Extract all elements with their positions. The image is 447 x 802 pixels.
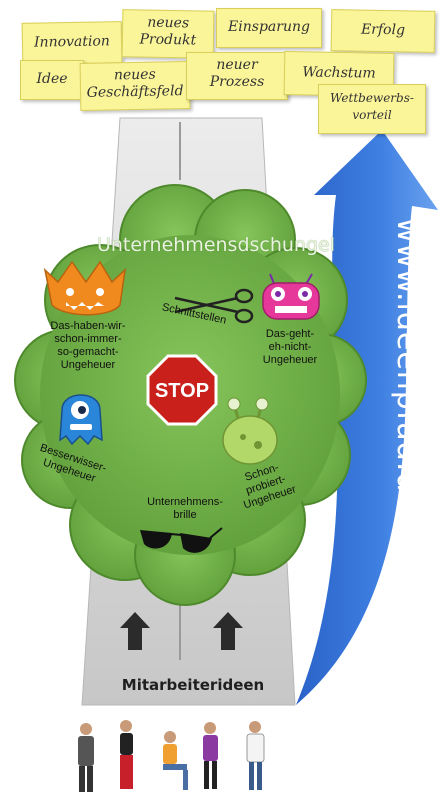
note-wettbewerbsvorteil: Wettbewerbs- vorteil <box>318 84 426 134</box>
note-text-line2: Produkt <box>139 31 197 49</box>
note-text-line1: neues <box>147 14 190 32</box>
note-text: Einsparung <box>228 19 310 35</box>
road-arrow-right <box>213 612 243 650</box>
label-line: Unternehmens- <box>147 496 223 508</box>
person-sitting <box>163 731 188 790</box>
monster-pink-label: Das-geht- eh-nicht- Ungeheuer <box>255 328 325 367</box>
scissors-icon <box>174 288 254 324</box>
note-text-line2: Geschäftsfeld <box>86 83 184 101</box>
note-text: Erfolg <box>360 21 406 39</box>
note-erfolg: Erfolg <box>330 9 436 53</box>
blue-monster-icon <box>59 394 103 446</box>
note-text: Innovation <box>33 33 111 51</box>
note-text-line1: neues <box>113 66 156 84</box>
road-arrow-left <box>120 612 150 650</box>
monster-orange-label: Das-haben-wir- schon-immer- so-gemacht- … <box>38 320 138 372</box>
glasses-label: Unternehmens- brille <box>140 496 230 522</box>
label-line: brille <box>173 509 197 521</box>
person-woman-purple <box>203 722 218 789</box>
note-text-line1: Wettbewerbs- <box>330 91 414 105</box>
note-einsparung: Einsparung <box>216 8 322 48</box>
stop-sign-text: STOP <box>154 380 210 402</box>
note-innovation: Innovation <box>21 21 123 65</box>
green-monster-icon <box>222 397 278 465</box>
sunglasses-icon <box>140 527 223 553</box>
label-line: Das-geht- <box>265 328 315 340</box>
person-man-bag <box>78 723 94 792</box>
note-text-line2: vorteil <box>352 108 392 122</box>
note-text-line2: Prozess <box>209 74 265 90</box>
label-line: Das-haben-wir- <box>50 320 126 332</box>
note-text-line1: neuer <box>216 57 258 73</box>
label-line: schon-immer- <box>54 333 122 345</box>
people-group <box>78 720 265 792</box>
pink-monster-icon <box>262 273 320 320</box>
stop-sign <box>146 354 218 426</box>
note-neues-geschaeftsfeld: neues Geschäftsfeld <box>79 61 191 111</box>
label-line: Ungeheuer <box>262 354 318 366</box>
jungle-title: Unternehmensdschungel <box>96 234 336 256</box>
note-idee: Idee <box>20 60 84 100</box>
jungle-cloud <box>14 184 367 606</box>
label-line: Ungeheuer <box>60 359 116 371</box>
person-doctor <box>246 721 265 790</box>
curved-arrow <box>296 130 438 705</box>
orange-monster-icon <box>43 260 127 316</box>
note-neuer-prozess: neuer Prozess <box>186 52 288 100</box>
note-text: Idee <box>36 71 68 87</box>
person-woman-red <box>120 720 133 789</box>
label-line: eh-nicht- <box>268 341 312 353</box>
label-line: so-gemacht- <box>57 346 119 358</box>
arrow-url-text: www.ideenpfad.de <box>390 218 425 512</box>
road-bottom-label: Mitarbeiterideen <box>121 676 265 694</box>
